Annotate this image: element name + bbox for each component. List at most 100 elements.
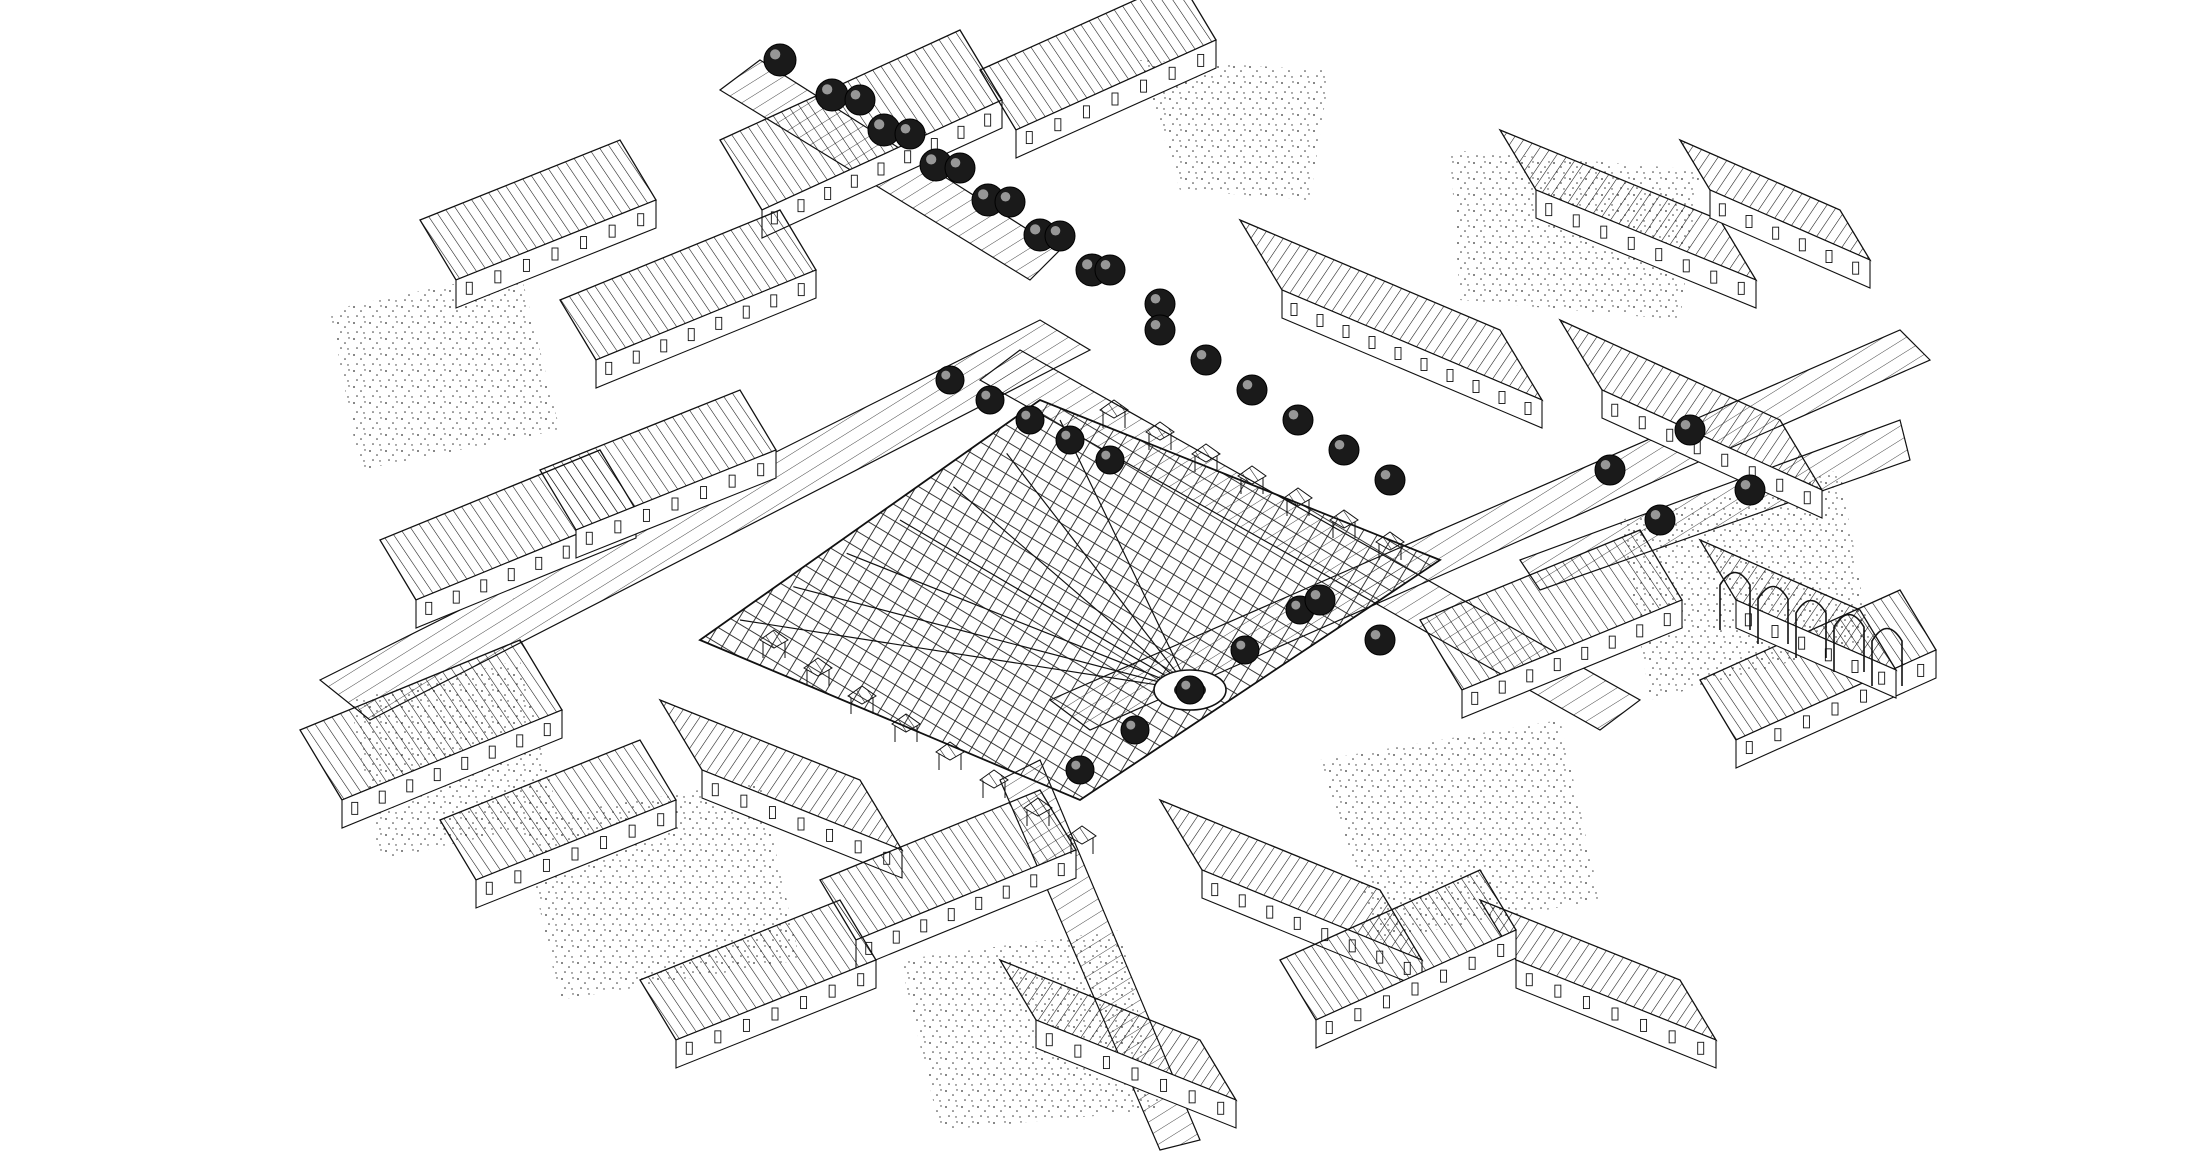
window-9-6 [757, 463, 765, 477]
tree-highlight-33 [1650, 509, 1661, 520]
window-1-3 [1111, 92, 1119, 106]
facade-2 [1281, 289, 1543, 429]
facade-17 [1515, 959, 1717, 1069]
window-10-1 [378, 790, 386, 804]
window-17-1 [1554, 984, 1562, 998]
window-3-0 [1545, 203, 1553, 217]
window-8-2 [480, 579, 488, 593]
facade-20 [1315, 929, 1517, 1049]
tree-highlight-18 [1334, 439, 1345, 450]
tree-11 [1044, 220, 1076, 252]
tree-highlight-23 [1061, 430, 1071, 440]
tree-highlight-14 [1150, 319, 1161, 330]
window-11-0 [485, 881, 493, 895]
window-15-5 [1608, 635, 1616, 649]
tree-32 [1734, 474, 1766, 506]
window-1-0 [1025, 131, 1033, 145]
pavilion-roof-3 [891, 713, 921, 733]
pavilion-roof-5 [979, 769, 1009, 789]
street-trees [763, 43, 1766, 785]
window-6-2 [522, 258, 530, 272]
tree-highlight-27 [1181, 680, 1191, 690]
tree-highlight-12 [1100, 259, 1111, 270]
window-10-5 [488, 745, 496, 759]
window-8-4 [535, 556, 543, 570]
facade-15 [1461, 599, 1683, 719]
tree-33 [1644, 504, 1676, 536]
window-17-0 [1525, 973, 1533, 987]
window-6-1 [494, 270, 502, 284]
window-12-4 [826, 828, 834, 842]
tree-highlight-1 [822, 84, 833, 95]
arcade-arch-4 [1871, 627, 1903, 686]
window-16-1 [1774, 728, 1782, 742]
window-5-3 [1798, 238, 1806, 252]
tree-0 [763, 43, 797, 77]
window-19-1 [714, 1030, 722, 1044]
window-0-1 [797, 199, 805, 213]
window-12-2 [768, 806, 776, 820]
tree-highlight-0 [770, 49, 781, 60]
window-7-4 [715, 316, 723, 330]
window-9-0 [585, 531, 593, 545]
tree-highlight-19 [1380, 469, 1391, 480]
square-radial-line-5 [1006, 452, 1191, 691]
window-2-4 [1394, 347, 1402, 360]
tree-highlight-31 [1600, 459, 1611, 470]
tree-18 [1328, 434, 1360, 466]
window-9-4 [700, 486, 708, 500]
tree-17 [1282, 404, 1314, 436]
window-21-4 [1851, 660, 1859, 673]
facade-1 [1015, 39, 1217, 159]
tree-highlight-29 [1291, 600, 1301, 610]
window-3-1 [1572, 214, 1580, 228]
window-5-1 [1745, 215, 1753, 228]
window-11-6 [657, 813, 665, 827]
window-3-7 [1737, 281, 1745, 295]
tree-highlight-6 [1082, 259, 1093, 270]
tree-30 [1674, 414, 1706, 446]
tree-1 [815, 78, 849, 112]
window-15-4 [1581, 646, 1589, 660]
tree-highlight-11 [1050, 225, 1061, 236]
window-10-4 [461, 756, 469, 770]
window-17-6 [1697, 1041, 1705, 1055]
tree-highlight-25 [1071, 760, 1081, 770]
stipple-area-2 [330, 270, 560, 470]
window-4-0 [1611, 403, 1619, 417]
square-radial-line-1 [793, 586, 1191, 691]
tree-31 [1594, 454, 1626, 486]
pavilion-roof-10 [1191, 443, 1221, 463]
window-9-5 [728, 474, 736, 488]
window-2-5 [1420, 358, 1428, 371]
window-14-2 [1266, 905, 1274, 919]
facade-10 [341, 709, 563, 829]
window-18-0 [1045, 1033, 1053, 1047]
window-2-0 [1290, 303, 1298, 316]
tree-highlight-2 [874, 119, 885, 130]
window-5-4 [1825, 250, 1833, 263]
tree-27 [1175, 675, 1205, 705]
tree-22 [1015, 405, 1045, 435]
window-16-4 [1860, 689, 1868, 703]
window-8-5 [562, 545, 570, 559]
tree-highlight-4 [978, 189, 989, 200]
market-pavilions [759, 399, 1405, 854]
window-18-3 [1131, 1067, 1139, 1081]
window-4-7 [1803, 491, 1811, 505]
window-0-5 [904, 150, 912, 164]
window-2-1 [1316, 314, 1324, 327]
tree-19 [1374, 464, 1406, 496]
pavilion-roof-14 [1375, 531, 1405, 551]
window-6-3 [551, 247, 559, 261]
pavilion-roof-12 [1283, 487, 1313, 507]
window-4-6 [1776, 478, 1784, 492]
tree-highlight-28 [1236, 640, 1246, 650]
building-blocks [299, 0, 1937, 1129]
tree-highlight-26 [1126, 720, 1136, 730]
tree-highlight-17 [1288, 409, 1299, 420]
tree-23 [1055, 425, 1085, 455]
window-20-5 [1468, 956, 1476, 970]
tree-highlight-35 [1310, 589, 1321, 600]
